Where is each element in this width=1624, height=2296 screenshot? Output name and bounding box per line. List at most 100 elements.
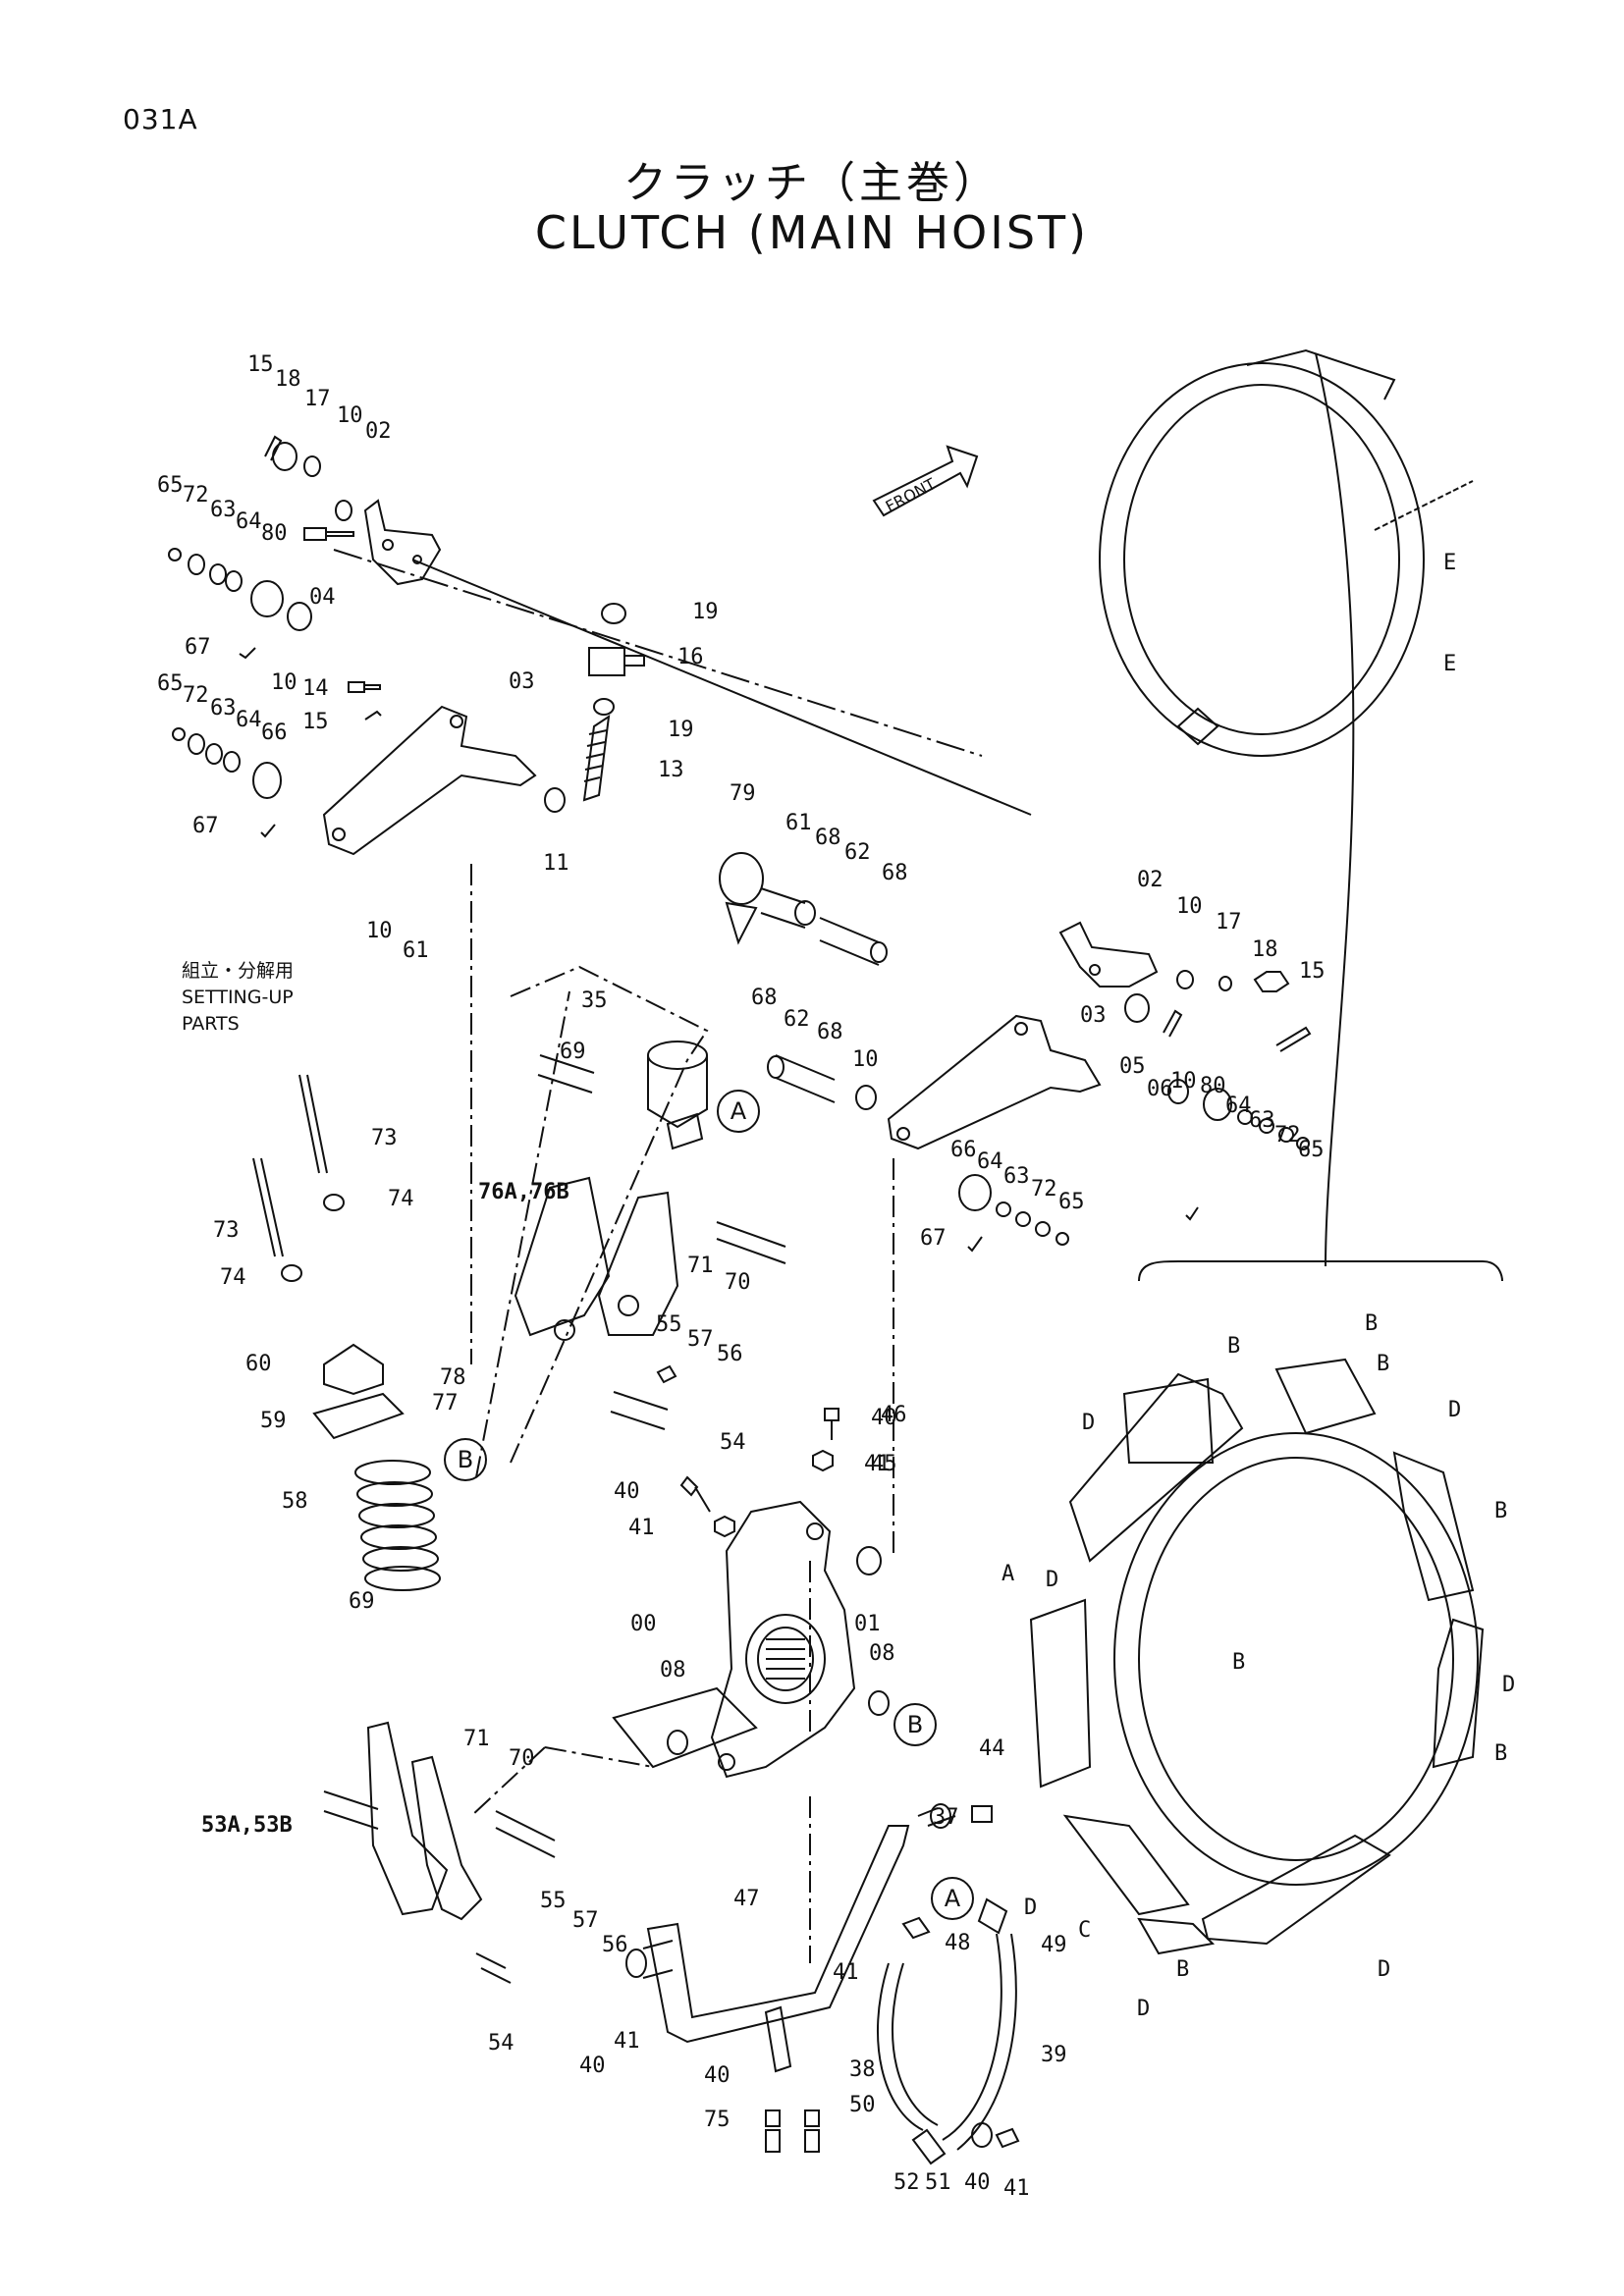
callout: 50 bbox=[849, 2093, 876, 2117]
bracket-76 bbox=[514, 1176, 679, 1341]
cotter-pin-67b bbox=[260, 824, 276, 838]
callout: 62 bbox=[784, 1007, 810, 1032]
ref-circle-b-left: B bbox=[444, 1438, 487, 1481]
callout: 17 bbox=[304, 387, 331, 411]
callout: 15 bbox=[247, 352, 274, 377]
callout: 01 bbox=[854, 1612, 881, 1636]
bolt-40-left bbox=[679, 1475, 711, 1513]
callout: 72 bbox=[183, 483, 209, 507]
callout: 11 bbox=[543, 851, 569, 876]
pedal-37 bbox=[625, 1825, 910, 2073]
callout: 15 bbox=[1299, 959, 1326, 984]
callout: 03 bbox=[509, 669, 535, 694]
callout: 56 bbox=[717, 1342, 743, 1366]
callout: D bbox=[1502, 1673, 1516, 1697]
callout: 68 bbox=[817, 1020, 843, 1044]
callout: C bbox=[1078, 1918, 1092, 1943]
callout: D bbox=[1082, 1411, 1096, 1435]
bolt-73-b bbox=[252, 1157, 284, 1257]
cotter-67-right bbox=[1185, 1206, 1199, 1221]
ref-circle-a-upper: A bbox=[717, 1090, 760, 1133]
callout: 77 bbox=[432, 1391, 459, 1415]
nut-41-left bbox=[714, 1515, 735, 1538]
bushing-10 bbox=[335, 500, 352, 521]
washer-stack-upper bbox=[168, 548, 312, 631]
callout: 00 bbox=[630, 1612, 657, 1636]
washer-52 bbox=[971, 2122, 993, 2148]
callout: 40 bbox=[579, 2054, 606, 2078]
page-code: 031A bbox=[123, 103, 198, 135]
bolt-04 bbox=[303, 527, 354, 541]
callout: 10 bbox=[1176, 894, 1203, 919]
callout: 41 bbox=[628, 1516, 655, 1540]
washer-stack-lower bbox=[172, 727, 282, 799]
callout: 60 bbox=[245, 1352, 272, 1376]
bushing-01 bbox=[856, 1546, 882, 1575]
callout: 14 bbox=[302, 676, 329, 701]
bushing-08-left bbox=[667, 1730, 688, 1755]
spring-seat-60 bbox=[323, 1343, 384, 1396]
nut-74-b bbox=[281, 1264, 302, 1282]
bolt-73-a bbox=[298, 1074, 328, 1174]
pin-54-lower bbox=[475, 1952, 512, 1984]
bracket-35 bbox=[647, 1041, 708, 1150]
callout: 39 bbox=[1041, 2043, 1067, 2067]
callout: 68 bbox=[751, 986, 778, 1010]
callout: 71 bbox=[463, 1727, 490, 1751]
callout: D bbox=[1448, 1398, 1462, 1422]
callout: B bbox=[1227, 1334, 1241, 1359]
spring-46 bbox=[1374, 480, 1474, 531]
nut-18-right bbox=[1253, 971, 1290, 992]
callout: 56 bbox=[602, 1933, 628, 1957]
callout: 65 bbox=[1058, 1190, 1085, 1214]
ref-circle-b-right: B bbox=[893, 1703, 937, 1746]
pin-54-upper bbox=[610, 1391, 669, 1430]
callout: 46 bbox=[881, 1403, 907, 1427]
callout: 19 bbox=[668, 718, 694, 742]
bolt-14 bbox=[348, 681, 381, 693]
callout: 58 bbox=[282, 1489, 308, 1514]
dash-leader-band bbox=[1315, 352, 1355, 1267]
nut-74-a bbox=[323, 1194, 345, 1211]
callout: 72 bbox=[1031, 1177, 1057, 1201]
callout: 47 bbox=[733, 1887, 760, 1911]
bolt-70-upper bbox=[716, 1221, 786, 1264]
callout: 65 bbox=[157, 671, 184, 696]
callout: 65 bbox=[157, 473, 184, 498]
bolt-70-lower bbox=[495, 1810, 556, 1858]
nut-18 bbox=[272, 442, 298, 471]
callout: 72 bbox=[1274, 1123, 1301, 1148]
callout: 10 bbox=[852, 1047, 879, 1072]
callout: 37 bbox=[933, 1805, 959, 1830]
clip-55-upper bbox=[656, 1364, 677, 1384]
callout: 54 bbox=[720, 1430, 746, 1455]
callout: 67 bbox=[185, 635, 211, 660]
callout: D bbox=[1137, 1997, 1151, 2021]
nut-41-upper bbox=[812, 1449, 834, 1472]
washer-stack-right bbox=[1167, 1079, 1310, 1150]
main-lever-00 bbox=[710, 1500, 856, 1779]
callout: 63 bbox=[210, 696, 237, 721]
washer-17-right bbox=[1218, 976, 1232, 991]
callout: 10 bbox=[337, 403, 363, 428]
callout: 53A,53B bbox=[201, 1813, 293, 1838]
setup-note-ja: 組立・分解用 bbox=[182, 960, 295, 982]
callout: 10 bbox=[1170, 1069, 1197, 1094]
callout: 10 bbox=[366, 919, 393, 943]
callout: 45 bbox=[871, 1452, 897, 1476]
callout: 70 bbox=[509, 1746, 535, 1771]
callout: D bbox=[1024, 1896, 1038, 1920]
callout: 79 bbox=[730, 781, 756, 806]
cotter-pin-67a bbox=[239, 647, 256, 660]
lever-02-left bbox=[363, 499, 442, 586]
bolt-40-upper bbox=[824, 1408, 839, 1440]
callout: 69 bbox=[560, 1040, 586, 1064]
callout: 02 bbox=[1137, 868, 1164, 892]
callout: 64 bbox=[1225, 1094, 1252, 1118]
cotter-pin-15b bbox=[364, 710, 382, 721]
callout: 18 bbox=[275, 367, 301, 392]
ref-circle-a-lower: A bbox=[931, 1877, 974, 1920]
callout: 75 bbox=[704, 2108, 731, 2132]
lever-plate-03-right bbox=[887, 1014, 1102, 1150]
